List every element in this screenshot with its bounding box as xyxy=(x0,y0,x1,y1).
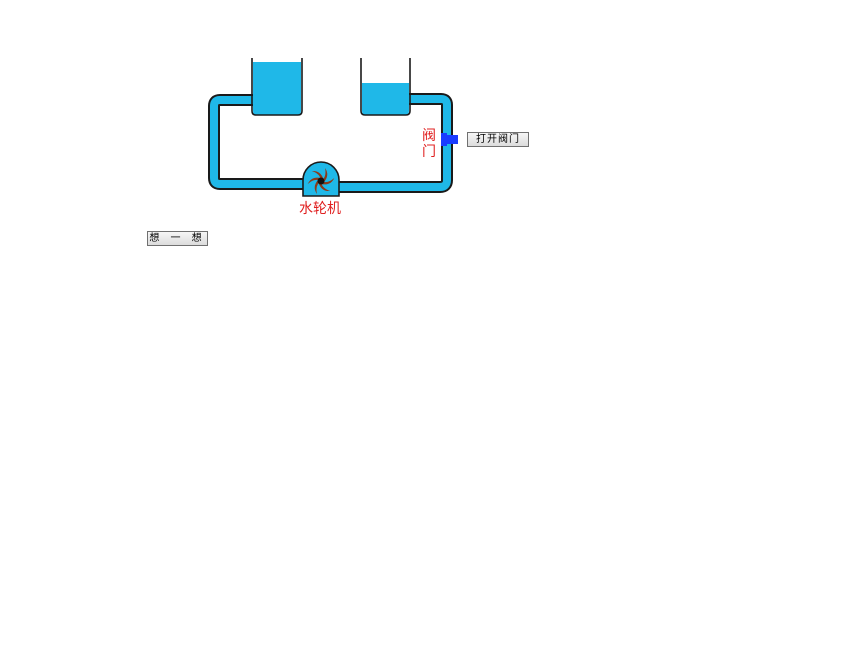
right-container-water xyxy=(362,83,409,115)
right-container xyxy=(360,58,411,116)
turbine-wheel-icon xyxy=(307,168,335,194)
left-container-water xyxy=(253,62,301,115)
valve-label-line1: 阀 xyxy=(422,128,436,144)
turbine xyxy=(302,161,340,197)
think-button[interactable]: 想 一 想 xyxy=(147,231,208,246)
left-container xyxy=(251,58,303,116)
open-valve-button[interactable]: 打开阀门 xyxy=(467,132,529,147)
valve-icon[interactable] xyxy=(441,133,458,146)
turbine-label: 水轮机 xyxy=(299,201,341,217)
pipe-loop xyxy=(208,93,453,193)
right-container-wall xyxy=(360,58,411,116)
valve-label-line2: 门 xyxy=(422,144,436,160)
left-container-wall xyxy=(251,58,303,116)
